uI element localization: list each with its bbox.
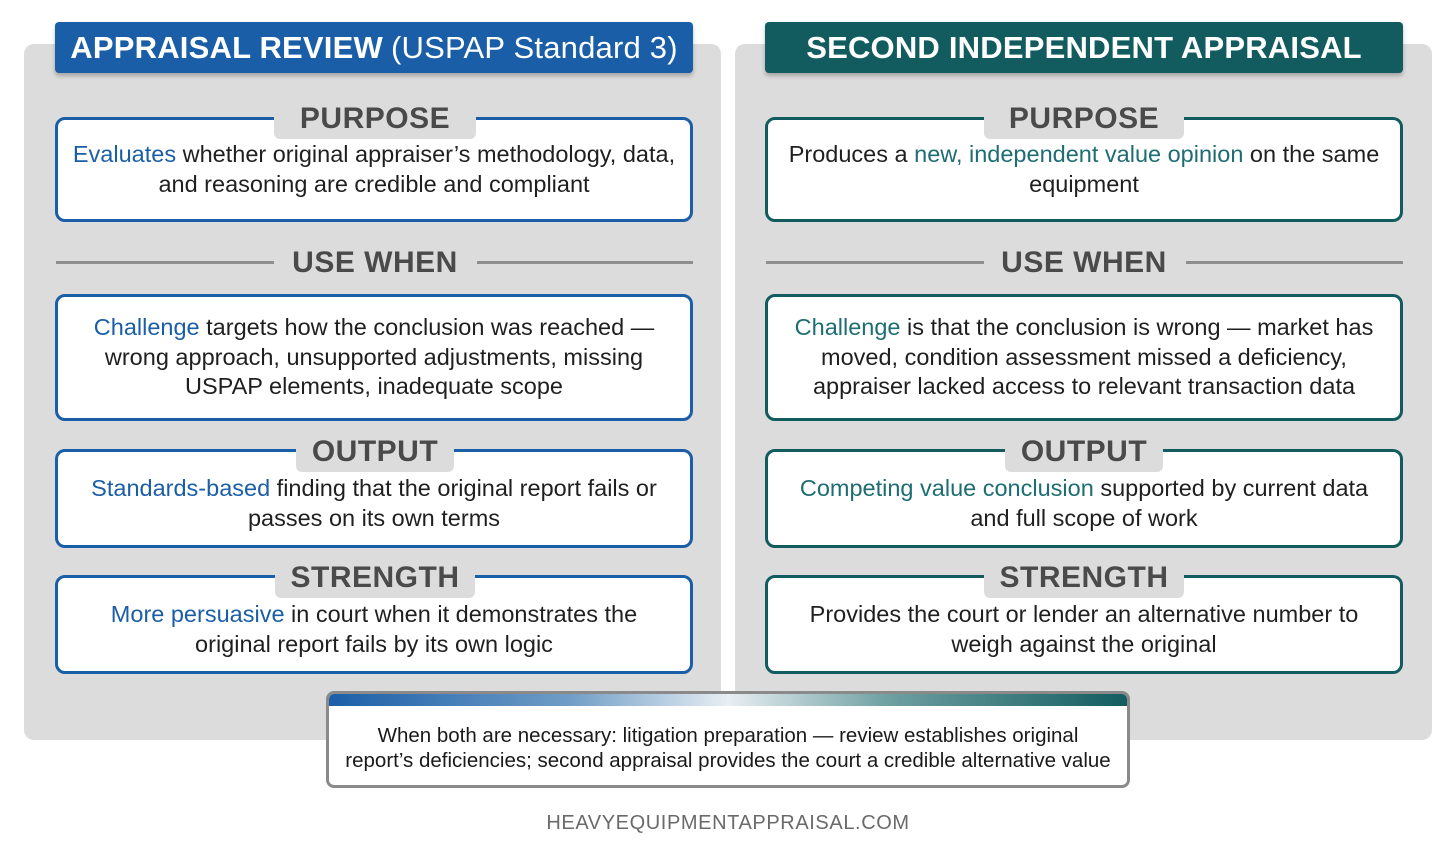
- right-output-text: supported by current data and full scope…: [970, 475, 1369, 531]
- right-purpose-pre: Produces a: [788, 141, 915, 167]
- right-use-when-box: Challenge is that the conclusion is wron…: [765, 294, 1403, 421]
- left-strength-label: STRENGTH: [275, 558, 475, 598]
- right-strength-text: Provides the court or lender an alternat…: [809, 601, 1359, 657]
- right-divider-right: [1186, 261, 1403, 264]
- footer-website: HEAVYEQUIPMENTAPPRAISAL.COM: [546, 812, 910, 834]
- right-use-when-highlight: Challenge: [794, 314, 901, 341]
- left-output-highlight: Standards-based: [91, 475, 271, 501]
- left-purpose-label: PURPOSE: [274, 99, 476, 139]
- combined-use-note-text: When both are necessary: litigation prep…: [345, 724, 1111, 772]
- right-use-when-label: USE WHEN: [1001, 246, 1167, 279]
- left-use-when-highlight: Challenge: [93, 314, 200, 341]
- right-purpose-label: PURPOSE: [984, 99, 1184, 139]
- right-strength-label: STRENGTH: [984, 558, 1184, 598]
- left-purpose-text: whether original appraiser’s methodology…: [158, 141, 676, 197]
- left-use-when-text: targets how the conclusion was reached —…: [104, 314, 655, 400]
- combined-use-note: When both are necessary: litigation prep…: [326, 691, 1130, 788]
- left-output-text: finding that the original report fails o…: [247, 475, 657, 531]
- second-appraisal-title: SECOND INDEPENDENT APPRAISAL: [765, 22, 1403, 73]
- right-divider-left: [766, 261, 984, 264]
- right-purpose-text: on the same equipment: [1029, 141, 1380, 197]
- left-divider-right: [477, 261, 693, 264]
- right-output-label: OUTPUT: [1005, 432, 1163, 472]
- right-use-when-text: is that the conclusion is wrong — market…: [812, 314, 1374, 400]
- left-divider-left: [56, 261, 274, 264]
- appraisal-review-title-bold: APPRAISAL REVIEW: [70, 29, 383, 65]
- left-use-when-box: Challenge targets how the conclusion was…: [55, 294, 693, 421]
- left-strength-text: in court when it demonstrates the origin…: [195, 601, 638, 657]
- left-strength-highlight: More persuasive: [110, 601, 285, 627]
- left-purpose-box: Evaluates whether original appraiser’s m…: [55, 117, 693, 222]
- right-purpose-highlight: new, independent value opinion: [914, 141, 1244, 167]
- appraisal-review-title-subtitle: (USPAP Standard 3): [390, 29, 678, 65]
- left-purpose-highlight: Evaluates: [72, 141, 177, 167]
- second-appraisal-title-text: SECOND INDEPENDENT APPRAISAL: [806, 29, 1362, 65]
- gradient-bar: [329, 694, 1127, 706]
- appraisal-review-title: APPRAISAL REVIEW (USPAP Standard 3): [55, 22, 693, 73]
- left-output-label: OUTPUT: [296, 432, 454, 472]
- left-use-when-label: USE WHEN: [292, 246, 458, 279]
- right-output-highlight: Competing value conclusion: [799, 475, 1094, 501]
